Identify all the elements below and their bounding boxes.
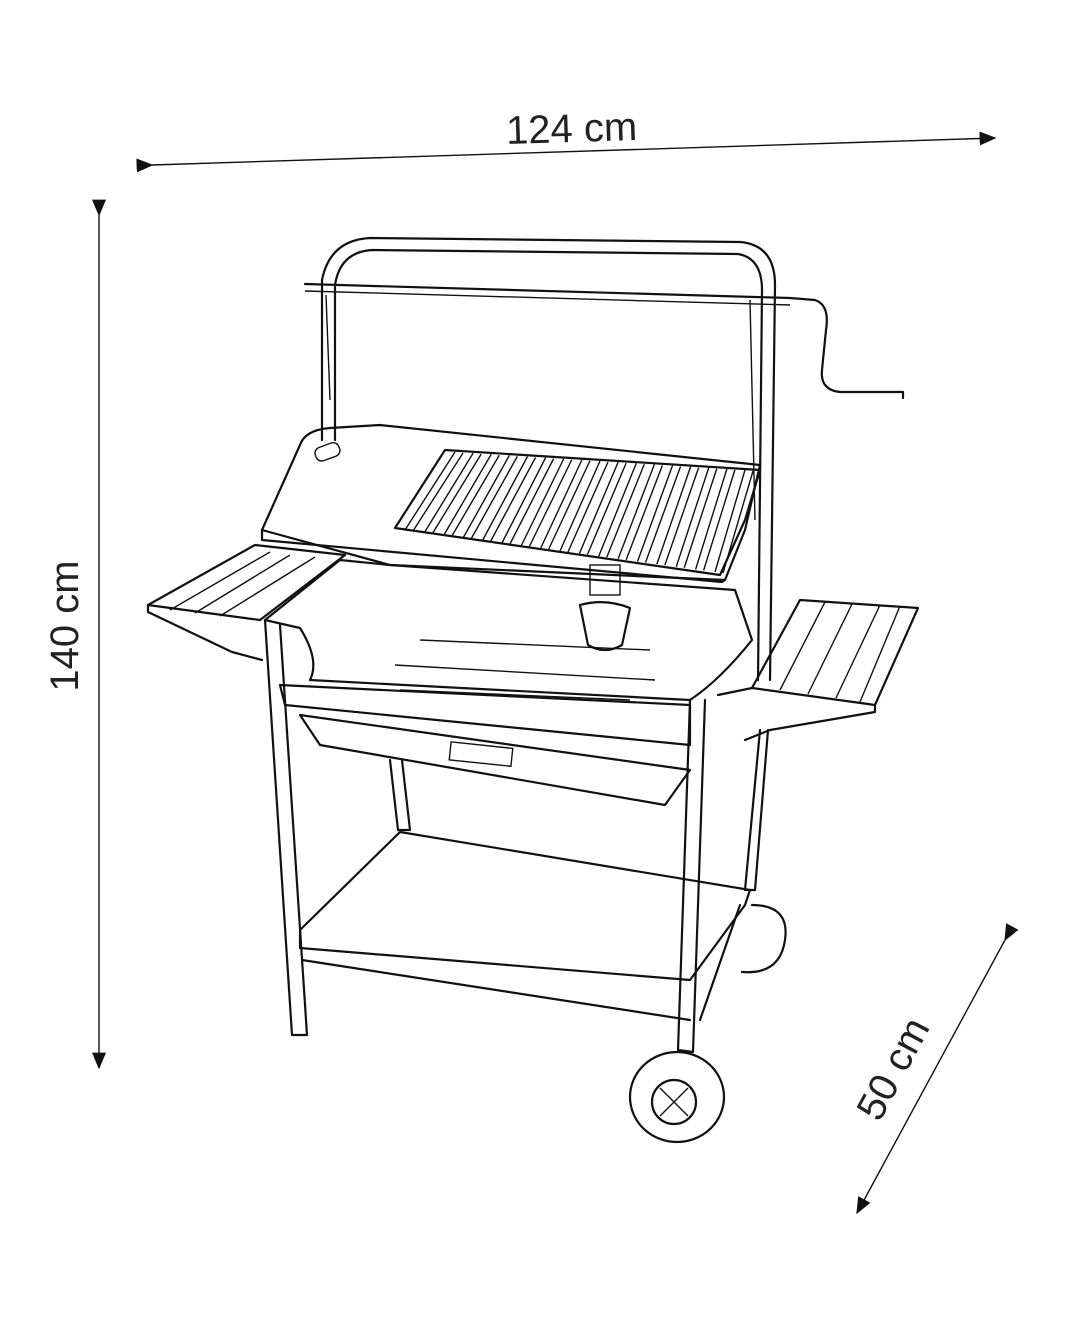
width-label: 124 cm (505, 105, 637, 153)
grill-bar (636, 465, 682, 563)
grill-bars (404, 451, 754, 574)
depth-label: 50 cm (849, 1010, 939, 1127)
grill-bar (539, 459, 591, 550)
grill-bar (598, 462, 645, 558)
grill-bar (443, 453, 500, 537)
grill-bar (404, 451, 464, 532)
left-shelf (146, 543, 347, 662)
firebox (263, 558, 754, 747)
grill-bar (462, 455, 518, 540)
grill-bar (656, 466, 700, 566)
width-dimension-line (136, 131, 997, 173)
grill-bar (520, 458, 573, 548)
grill-tray (260, 423, 762, 584)
grill-bar (559, 460, 609, 553)
right-shelf (716, 598, 920, 742)
grill-bar (617, 464, 664, 561)
grill-bar (714, 469, 754, 574)
grill-bar (578, 461, 627, 555)
grill-bar (501, 457, 555, 545)
height-label: 140 cm (43, 560, 87, 691)
ash-drawer (298, 713, 692, 807)
rear-wheel (740, 903, 787, 974)
grill-bar (675, 467, 718, 568)
grill-bar (423, 452, 482, 534)
depth-dimension-line (856, 923, 1019, 1215)
cart-frame (263, 618, 770, 1054)
grill-bar (481, 456, 537, 542)
spit-frame (303, 236, 905, 682)
front-wheel (628, 1050, 726, 1144)
grill-bar (694, 468, 736, 571)
